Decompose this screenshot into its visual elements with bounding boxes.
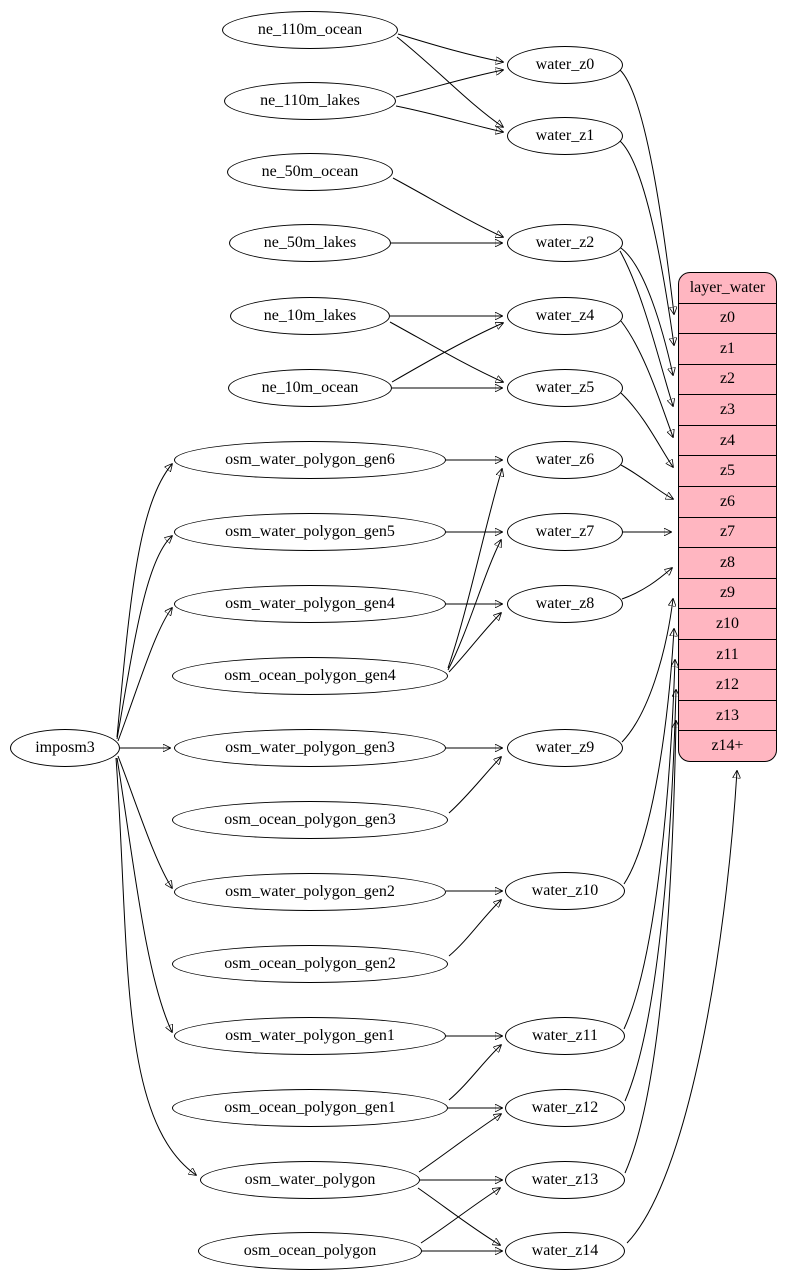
node-water-z5: water_z5 [507, 369, 623, 407]
edge-water_z12-layer_water-z12 [624, 690, 676, 1102]
edge-ne_110m_ocean-water_z0 [397, 33, 503, 62]
record-layer-water: layer_water z0 z1 z2 z3 z4 z5 z6 z7 z8 z… [678, 272, 777, 762]
edge-osm_ocean_polygon-water_z13 [420, 1188, 500, 1244]
edge-imposm3-osm_water_polygon_gen2 [117, 755, 172, 888]
record-row-z8: z8 [679, 547, 776, 578]
node-water-z4: water_z4 [507, 297, 623, 335]
record-row-z0: z0 [679, 302, 776, 334]
node-osm-ocean-polygon: osm_ocean_polygon [198, 1232, 422, 1270]
record-row-z10: z10 [679, 608, 776, 639]
edge-ne_110m_ocean-water_z1 [396, 36, 503, 127]
node-water-z12: water_z12 [505, 1089, 625, 1127]
edge-water_z6-layer_water-z6 [620, 464, 673, 499]
edge-ne_110m_lakes-water_z0 [395, 70, 503, 98]
edge-water_z11-layer_water-z11 [623, 660, 675, 1030]
node-water-z6: water_z6 [507, 441, 623, 479]
edge-ne_50m_ocean-water_z2 [392, 177, 503, 237]
node-water-z1: water_z1 [507, 117, 623, 155]
record-row-z3: z3 [679, 394, 776, 425]
edge-osm_ocean_polygon_gen3-water_z9 [448, 757, 501, 814]
edge-water_z0-layer_water-z0 [619, 69, 674, 314]
node-osm-water-polygon: osm_water_polygon [200, 1161, 420, 1199]
node-osm-ocean-polygon-gen4: osm_ocean_polygon_gen4 [172, 657, 448, 695]
record-row-z1: z1 [679, 333, 776, 364]
node-water-z2: water_z2 [507, 224, 623, 262]
edge-osm_ocean_polygon_gen4-water_z7 [447, 540, 501, 671]
node-ne-10m-ocean: ne_10m_ocean [228, 369, 392, 407]
record-row-z7: z7 [679, 516, 776, 548]
node-osm-water-polygon-gen5: osm_water_polygon_gen5 [174, 513, 446, 551]
record-row-z6: z6 [679, 485, 776, 517]
node-water-z11: water_z11 [505, 1017, 625, 1055]
node-osm-water-polygon-gen1: osm_water_polygon_gen1 [174, 1017, 446, 1055]
record-row-z11: z11 [679, 638, 776, 670]
record-row-z13: z13 [679, 699, 776, 731]
record-row-z5: z5 [679, 455, 776, 486]
edge-imposm3-osm_water_polygon [115, 757, 196, 1175]
edge-water_z4-layer_water-z4 [620, 320, 673, 437]
edge-osm_ocean_polygon_gen4-water_z8 [448, 613, 501, 673]
node-water-z0: water_z0 [507, 46, 623, 84]
edge-water_z13-layer_water-z13 [624, 721, 676, 1174]
node-osm-water-polygon-gen3: osm_water_polygon_gen3 [174, 729, 446, 767]
record-row-z12: z12 [679, 669, 776, 700]
edge-imposm3-osm_water_polygon_gen4 [117, 608, 172, 742]
node-water-z7: water_z7 [507, 513, 623, 551]
node-osm-water-polygon-gen6: osm_water_polygon_gen6 [174, 441, 446, 479]
node-water-z13: water_z13 [505, 1161, 625, 1199]
record-row-z4: z4 [679, 424, 776, 456]
edge-ne_10m_lakes-water_z5 [389, 321, 503, 382]
edge-water_z2-layer_water-z3 [619, 250, 673, 406]
node-osm-water-polygon-gen2: osm_water_polygon_gen2 [174, 873, 446, 911]
node-osm-ocean-polygon-gen2: osm_ocean_polygon_gen2 [172, 945, 448, 983]
node-water-z14: water_z14 [505, 1232, 625, 1270]
node-water-z10: water_z10 [505, 872, 625, 910]
node-ne-10m-lakes: ne_10m_lakes [230, 297, 390, 335]
edge-water_z8-layer_water-z8 [621, 568, 672, 600]
node-ne-50m-ocean: ne_50m_ocean [227, 153, 393, 191]
node-osm-ocean-polygon-gen3: osm_ocean_polygon_gen3 [172, 801, 448, 839]
node-water-z8: water_z8 [507, 585, 623, 623]
node-osm-ocean-polygon-gen1: osm_ocean_polygon_gen1 [172, 1089, 448, 1127]
edge-water_z10-layer_water-z10 [623, 629, 674, 885]
edge-osm_water_polygon-water_z12 [418, 1114, 501, 1173]
edge-ne_110m_lakes-water_z1 [395, 105, 503, 132]
node-ne-110m-lakes: ne_110m_lakes [224, 82, 396, 120]
edge-osm_water_polygon-water_z14 [417, 1187, 500, 1245]
edge-imposm3-osm_water_polygon_gen1 [116, 757, 172, 1032]
edge-osm_ocean_polygon_gen4-water_z6 [447, 469, 502, 669]
edge-osm_ocean_polygon_gen2-water_z10 [448, 900, 501, 957]
node-osm-water-polygon-gen4: osm_water_polygon_gen4 [174, 585, 446, 623]
edge-water_z2-layer_water-z2 [620, 247, 673, 375]
edge-ne_10m_ocean-water_z4 [391, 323, 503, 383]
node-imposm3: imposm3 [10, 729, 120, 767]
node-ne-110m-ocean: ne_110m_ocean [222, 11, 398, 49]
node-water-z9: water_z9 [507, 729, 623, 767]
edge-imposm3-osm_water_polygon_gen6 [116, 464, 172, 738]
edge-water_z14-layer_water-z14plus [626, 771, 737, 1244]
edge-osm_ocean_polygon_gen1-water_z11 [448, 1045, 501, 1101]
node-ne-50m-lakes: ne_50m_lakes [229, 224, 391, 262]
record-row-z14plus: z14+ [679, 730, 776, 761]
edge-water_z5-layer_water-z5 [620, 392, 673, 467]
edge-water_z1-layer_water-z1 [619, 140, 674, 345]
record-row-z9: z9 [679, 577, 776, 609]
record-title: layer_water [689, 278, 766, 296]
record-row-z2: z2 [679, 363, 776, 395]
edge-imposm3-osm_water_polygon_gen5 [116, 536, 172, 740]
edge-water_z9-layer_water-z9 [621, 599, 673, 743]
